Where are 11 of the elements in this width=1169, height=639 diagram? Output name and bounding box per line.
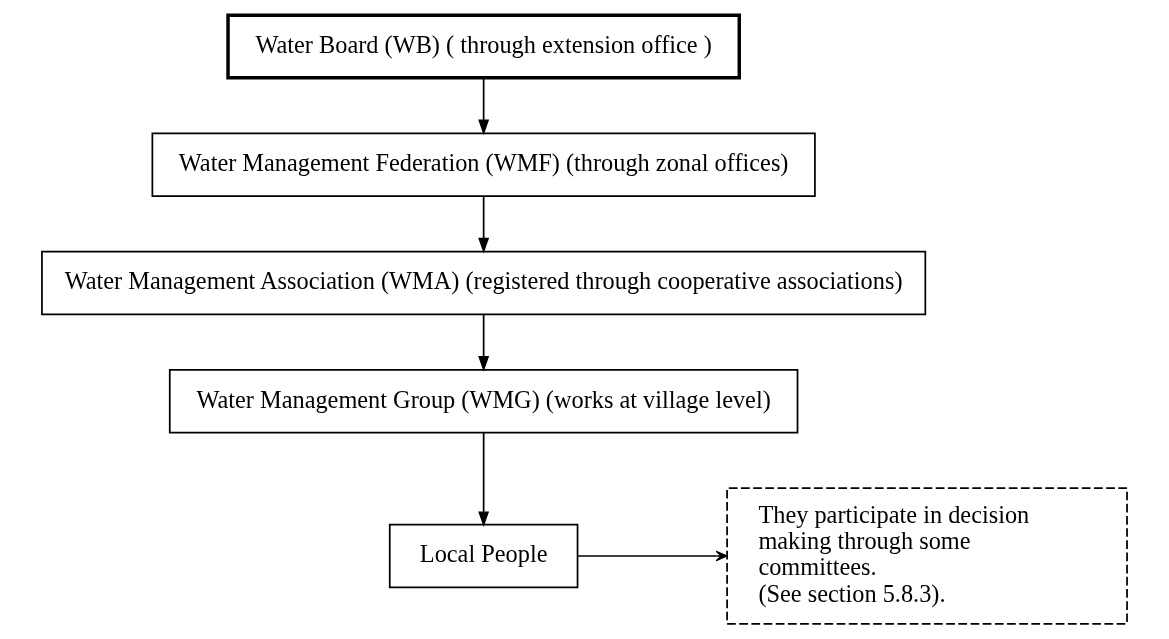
node-box: Water Board (WB) ( through extension office ) bbox=[226, 13, 741, 80]
node-box: Water Management Association (WMA) (registered through cooperative associations) bbox=[41, 250, 927, 316]
arrow bbox=[478, 77, 490, 136]
node-box: They participate in decision making through some committees. (See section 5.8.3). bbox=[726, 487, 1128, 625]
node-box: Local People bbox=[388, 523, 579, 589]
arrow bbox=[478, 432, 490, 528]
arrow bbox=[478, 314, 490, 372]
node-box: Water Management Federation (WMF) (through zonal offices) bbox=[151, 132, 816, 197]
arrow bbox=[577, 550, 728, 562]
arrow bbox=[478, 195, 490, 254]
node-box: Water Management Group (WMG) (works at village level) bbox=[168, 369, 799, 434]
